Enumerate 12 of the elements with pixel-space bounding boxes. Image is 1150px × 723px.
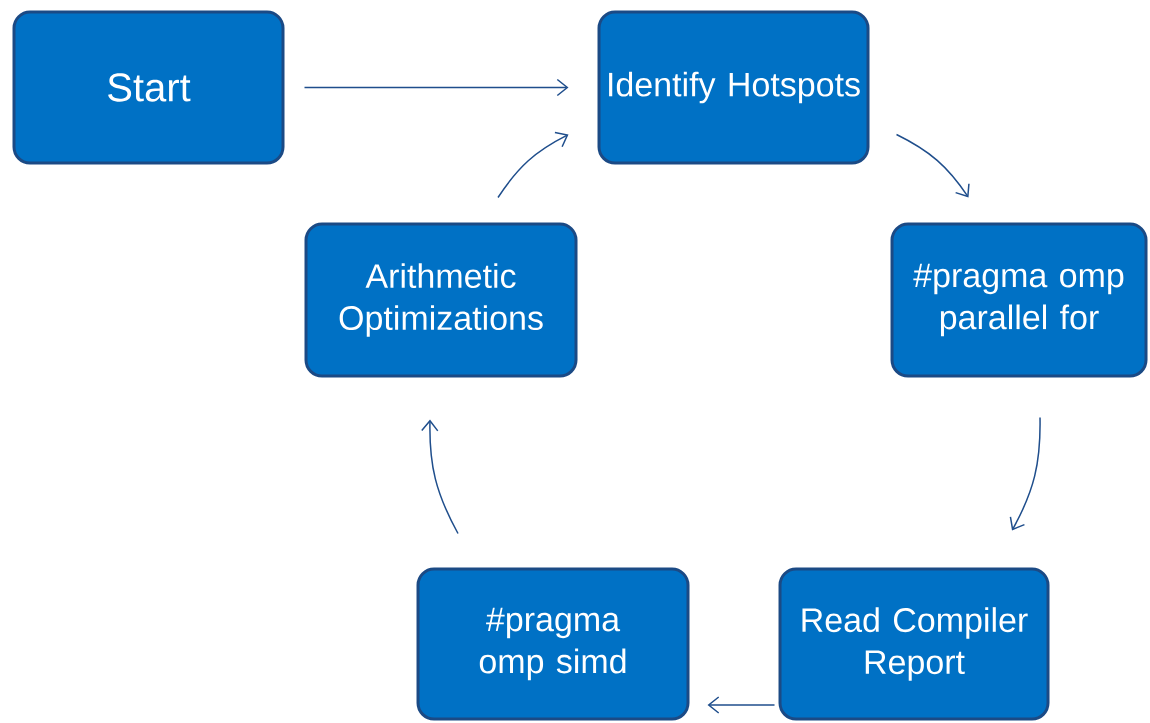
arrow [421, 419, 459, 535]
process-box: Read Compiler Report [778, 567, 1050, 721]
arrow [707, 696, 776, 714]
process-box: #pragma omp simd [416, 567, 690, 721]
process-box: Identify Hotspots [597, 10, 870, 165]
process-box: Arithmetic Optimizations [304, 222, 578, 378]
arrow [1009, 416, 1041, 531]
process-box: Start [12, 10, 285, 165]
arrow [895, 133, 970, 198]
arrow [497, 131, 569, 199]
arrow [303, 78, 569, 97]
process-box: #pragma omp parallel for [890, 222, 1148, 378]
